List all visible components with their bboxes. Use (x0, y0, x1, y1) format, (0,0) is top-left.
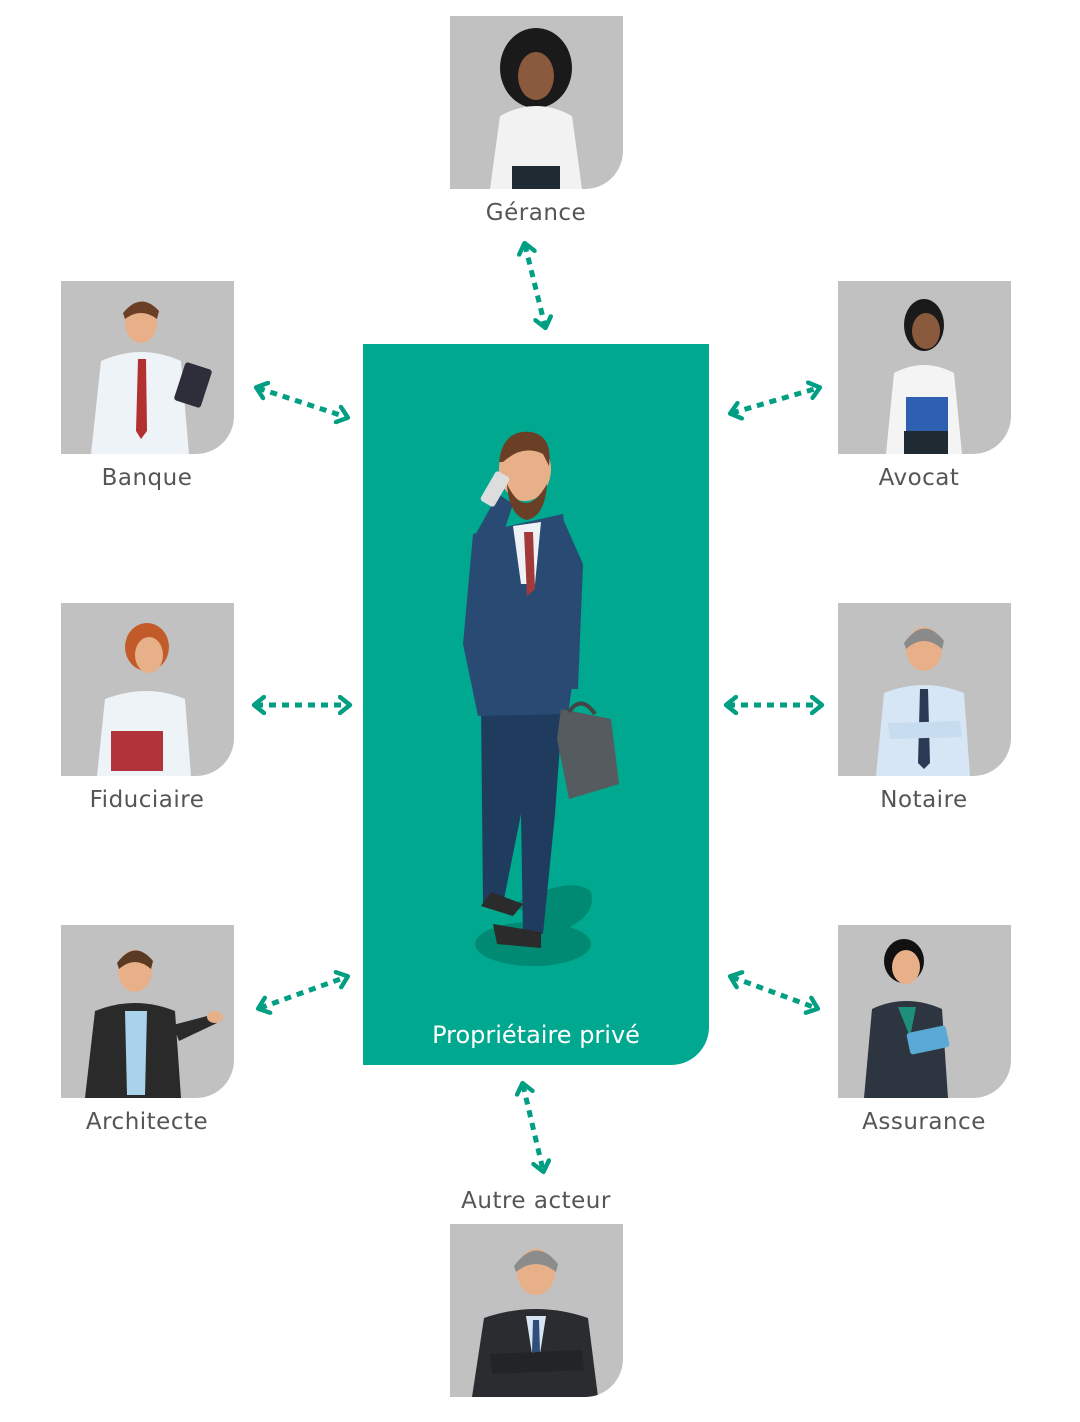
label-assurance: Assurance (862, 1109, 986, 1135)
tile-avocat (838, 281, 1011, 454)
arrow-assurance (732, 977, 816, 1008)
man-with-tablet-avatar (91, 301, 212, 454)
tile-autre-acteur (450, 1224, 623, 1397)
center-card-proprietaire: Propriétaire privé (363, 344, 709, 1065)
tile-banque (61, 281, 234, 454)
arrow-avocat (732, 388, 818, 413)
label-architecte: Architecte (85, 1109, 209, 1135)
woman-with-red-folder-avatar (97, 623, 191, 776)
man-leather-jacket-avatar (85, 950, 223, 1098)
label-gerance: Gérance (485, 200, 587, 226)
arrow-architecte (260, 977, 346, 1008)
arrow-gerance (525, 245, 545, 326)
tile-notaire (838, 603, 1011, 776)
arrow-autre (523, 1085, 543, 1170)
older-man-arms-crossed-avatar (876, 627, 970, 776)
label-fiduciaire: Fiduciaire (89, 787, 205, 813)
tile-fiduciaire (61, 603, 234, 776)
woman-curly-hair-avatar (490, 28, 582, 189)
woman-with-folder-avatar (886, 299, 962, 454)
tile-assurance (838, 925, 1011, 1098)
label-avocat: Avocat (878, 465, 960, 491)
woman-with-tablet-avatar (864, 939, 950, 1098)
arrow-banque (258, 388, 346, 417)
center-label: Propriétaire privé (432, 1021, 640, 1049)
tile-architecte (61, 925, 234, 1098)
label-notaire: Notaire (880, 787, 968, 813)
older-man-dark-suit-avatar (472, 1249, 598, 1397)
label-autre-acteur: Autre acteur (461, 1188, 611, 1214)
label-banque: Banque (101, 465, 193, 491)
tile-gerance (450, 16, 623, 189)
businessman-illustration (463, 431, 619, 966)
